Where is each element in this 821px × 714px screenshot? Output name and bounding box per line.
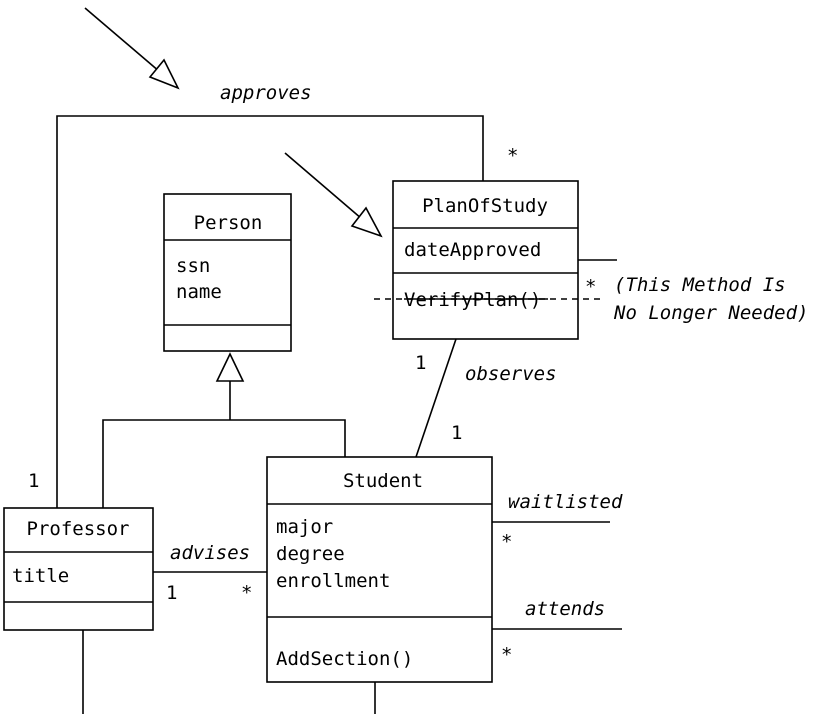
note-line-2: No Longer Needed) [613, 302, 808, 324]
observes-mult-student: 1 [451, 422, 462, 444]
student-attr-degree: degree [276, 543, 345, 565]
waitlisted-mult: * [501, 531, 512, 553]
student-class-name: Student [343, 470, 423, 492]
person-class-name: Person [194, 212, 263, 234]
approves-mult-plan: * [507, 145, 518, 167]
advises-label: advises [170, 542, 250, 564]
plan-stub-multiplicity: * [585, 276, 596, 298]
observes-mult-plan: 1 [415, 352, 426, 374]
attends-label: attends [525, 598, 605, 620]
student-method-addsection: AddSection() [276, 648, 413, 670]
plan-attr-date-approved: dateApproved [404, 239, 541, 261]
generalization-person [102, 352, 346, 508]
class-person: Person ssn name [163, 193, 292, 352]
student-attr-enrollment: enrollment [276, 570, 390, 592]
plan-method-verifyplan: VerifyPlan() [404, 289, 541, 311]
approves-association-line [56, 115, 484, 508]
note-line-1: (This Method Is [614, 274, 786, 296]
professor-attr-title: title [12, 565, 69, 587]
pointer-arrow-approves [84, 7, 180, 90]
attends-mult: * [501, 644, 512, 666]
advises-mult-student: * [241, 582, 252, 604]
class-student: Student major degree enrollment AddSecti… [266, 456, 493, 683]
person-attr-name: name [176, 281, 222, 303]
professor-class-name: Professor [27, 518, 130, 540]
student-attr-major: major [276, 516, 333, 538]
class-plan-of-study: PlanOfStudy dateApproved VerifyPlan() [392, 180, 579, 340]
waitlisted-label: waitlisted [508, 491, 623, 513]
advises-mult-professor: 1 [166, 582, 177, 604]
approves-mult-professor: 1 [28, 470, 39, 492]
approves-label: approves [220, 82, 312, 104]
pointer-arrow-planofstudy [284, 152, 383, 238]
observes-association-line [415, 338, 457, 458]
observes-label: observes [465, 363, 557, 385]
plan-class-name: PlanOfStudy [422, 195, 548, 217]
person-attr-ssn: ssn [176, 255, 210, 277]
class-professor: Professor title [3, 507, 154, 631]
